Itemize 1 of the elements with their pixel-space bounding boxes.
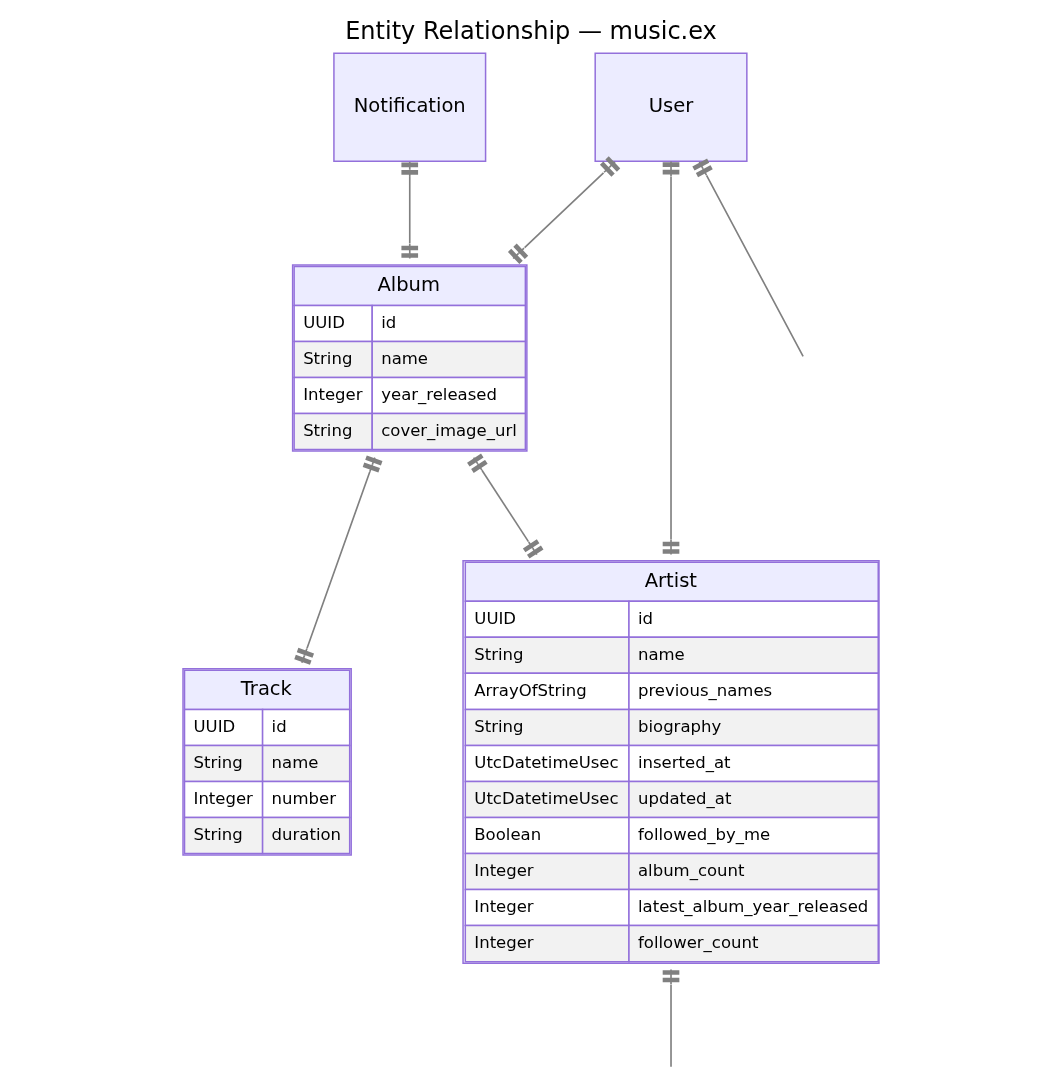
diagram-title: Entity Relationship — music.ex	[345, 17, 717, 46]
